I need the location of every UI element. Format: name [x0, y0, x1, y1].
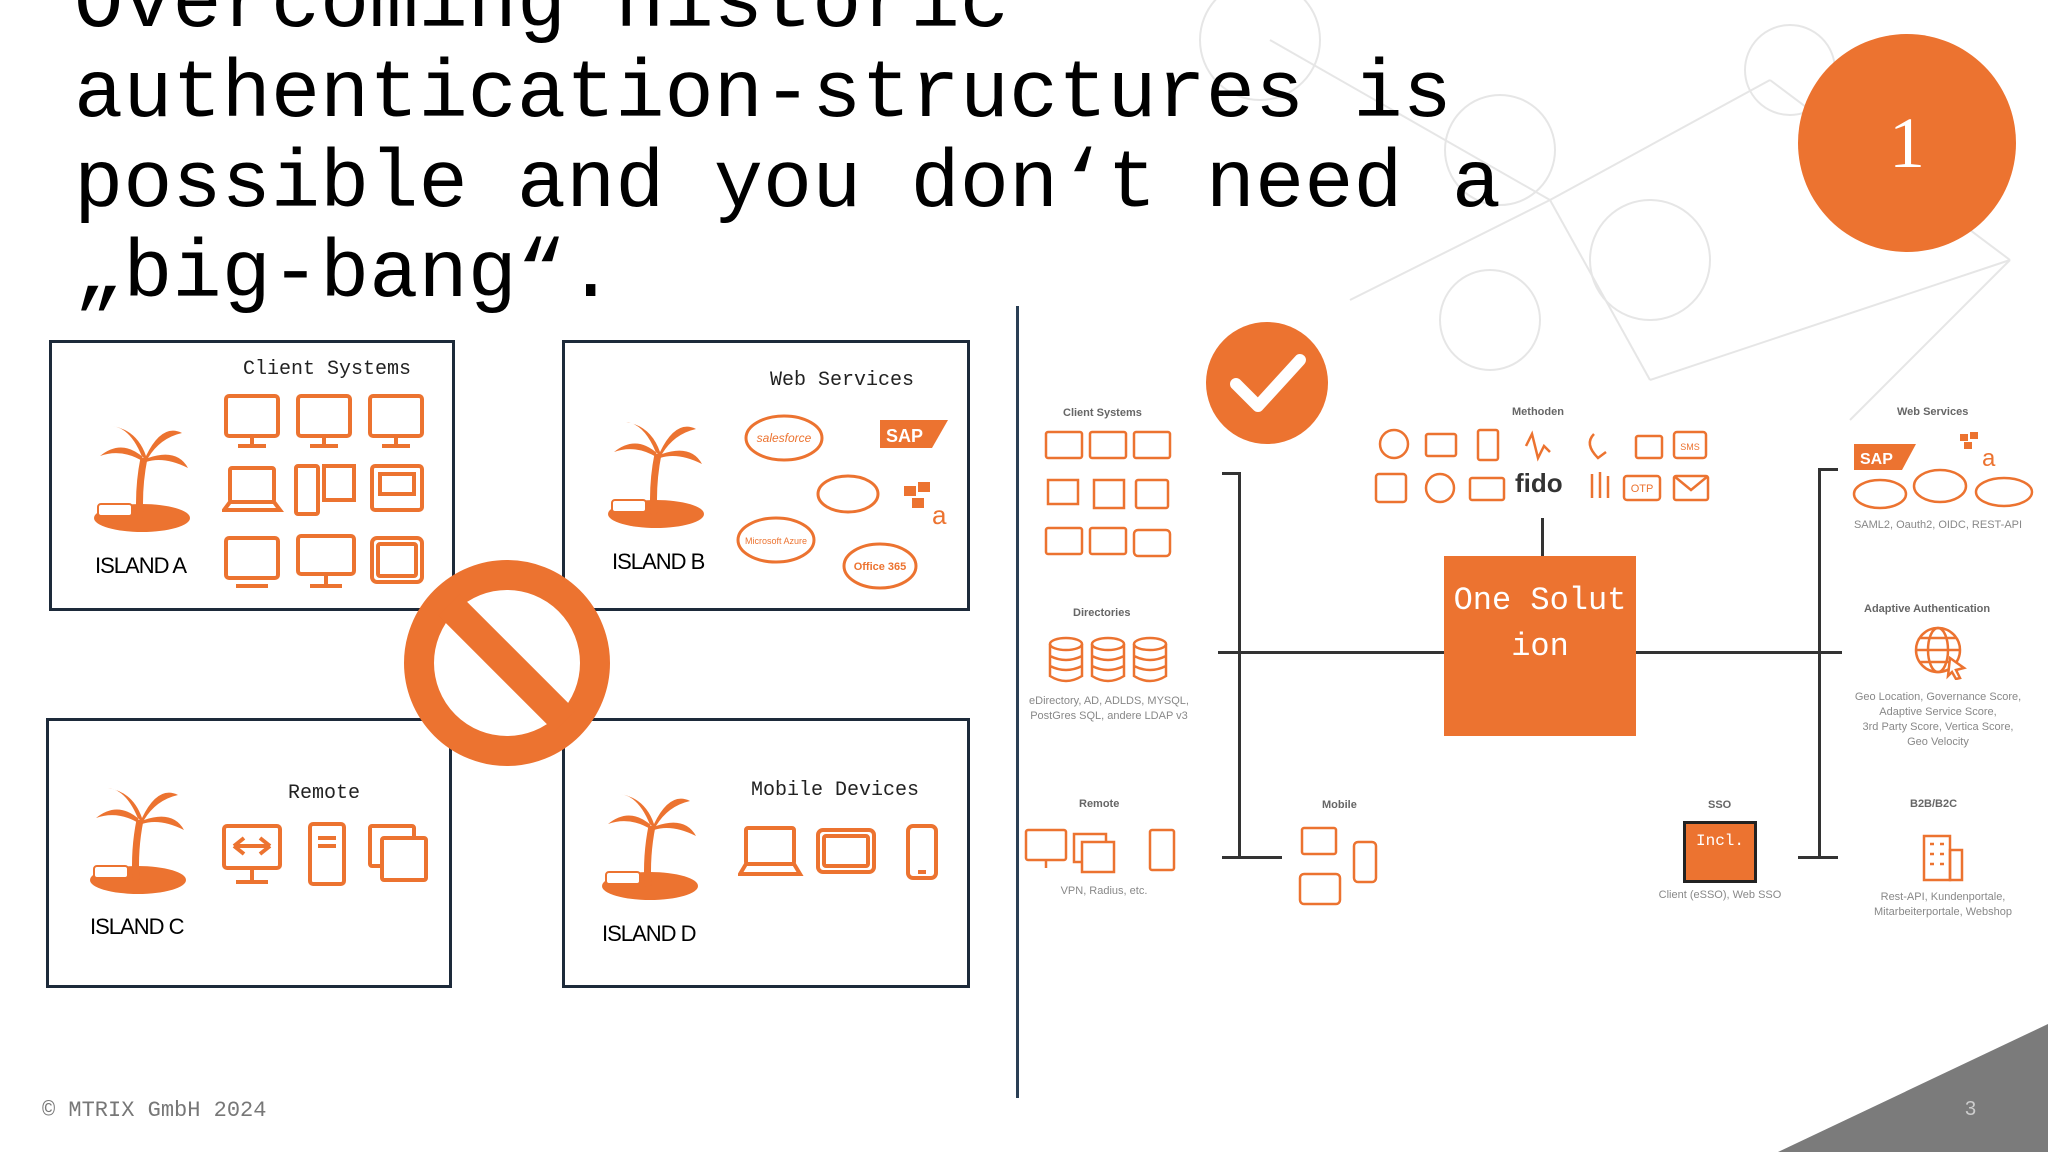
connector-right-vertical	[1818, 468, 1821, 858]
connector-right-bottom-stub	[1798, 856, 1838, 859]
diagram-b2b-desc: Rest-API, Kundenportale, Mitarbeiterport…	[1874, 891, 2012, 918]
diagram-mobile-icons	[1298, 826, 1378, 906]
island-d-name: ISLAND D	[602, 921, 696, 946]
connector-left-vertical	[1238, 472, 1241, 858]
connector-left-top-stub	[1222, 472, 1240, 475]
client-systems-icons	[222, 394, 424, 588]
diagram-client-systems-icons	[1044, 430, 1172, 558]
island-a-label: Client Systems	[243, 358, 412, 381]
step-badge: 1	[1798, 34, 2016, 252]
island-b-palm-icon	[608, 422, 704, 528]
diagram-b2b-label: B2B/B2C	[1910, 798, 1958, 810]
diagram-remote-icons	[1024, 828, 1176, 874]
azure-logo: Microsoft Azure	[745, 536, 807, 546]
diagram-remote-label: Remote	[1079, 798, 1120, 810]
sap-logo: SAP	[886, 426, 923, 446]
building-icon	[1922, 834, 1964, 882]
connector-horizontal-right	[1636, 651, 1842, 654]
diagram-sso-label: SSO	[1708, 799, 1732, 811]
remote-icons	[222, 822, 428, 886]
sms-icon-text: SMS	[1680, 442, 1700, 452]
connector-horizontal-left	[1218, 651, 1446, 654]
salesforce-logo: salesforce	[757, 431, 812, 445]
diagram-methoden-label: Methoden	[1512, 406, 1564, 418]
fido-logo: fido	[1515, 468, 1563, 498]
island-c-palm-icon	[90, 788, 186, 894]
diagram-web-services-logos: SAP a	[1852, 432, 2034, 510]
checkmark-icon	[1206, 322, 1328, 444]
copyright-footer: © MTRIX GmbH 2024	[42, 1098, 267, 1123]
sso-incl-box: Incl.	[1683, 821, 1757, 883]
otp-icon-text: OTP	[1631, 483, 1654, 495]
diagram-sso-desc: Client (eSSO), Web SSO	[1658, 889, 1782, 901]
diagram-mobile-label: Mobile	[1322, 799, 1357, 811]
one-solution-box: One Solution	[1444, 556, 1636, 736]
globe-icon	[1914, 626, 1967, 680]
diagram-directories-label: Directories	[1073, 607, 1131, 619]
mobile-device-icons	[738, 824, 938, 880]
island-b-label: Web Services	[770, 369, 915, 392]
corner-decoration	[1778, 1024, 2048, 1152]
diagram-client-systems-label: Client Systems	[1063, 407, 1142, 419]
diagram-adaptive-desc: Geo Location, Governance Score, Adaptive…	[1854, 691, 2022, 748]
database-icons	[1048, 636, 1168, 683]
svg-text:a: a	[1982, 445, 1996, 472]
island-b-name: ISLAND B	[612, 549, 705, 574]
office365-logo: Office 365	[854, 561, 907, 573]
island-d-box	[562, 718, 970, 988]
island-a-name: ISLAND A	[95, 553, 187, 578]
svg-text:SAP: SAP	[1860, 451, 1893, 468]
slide-title: Overcoming historic authentication-struc…	[74, 0, 1502, 321]
svg-text:a: a	[932, 500, 947, 530]
connector-methods-down	[1541, 518, 1544, 558]
island-a-box	[49, 340, 455, 611]
island-d-palm-icon	[602, 794, 698, 900]
diagram-web-services-label: Web Services	[1897, 406, 1969, 418]
connector-left-bottom-stub	[1222, 856, 1282, 859]
web-services-logos: salesforce SAP Microsoft Azure Office 36…	[736, 414, 948, 590]
island-d-label: Mobile Devices	[751, 779, 920, 802]
vertical-divider	[1016, 306, 1019, 1098]
page-number: 3	[1965, 1098, 1977, 1120]
island-c-label: Remote	[288, 782, 361, 805]
island-c-name: ISLAND C	[90, 914, 184, 939]
diagram-directories-desc: eDirectory, AD, ADLDS, MYSQL, PostGres S…	[1029, 695, 1189, 722]
island-a-palm-icon	[94, 426, 190, 532]
diagram-adaptive-label: Adaptive Authentication	[1864, 603, 1991, 615]
connector-right-top-stub	[1818, 468, 1838, 471]
diagram-remote-desc: VPN, Radius, etc.	[1060, 885, 1148, 897]
prohibited-icon	[404, 560, 610, 766]
authentication-method-icons: SMS OTP	[1374, 428, 1710, 504]
diagram-web-services-desc: SAML2, Oauth2, OIDC, REST-API	[1853, 519, 2023, 531]
